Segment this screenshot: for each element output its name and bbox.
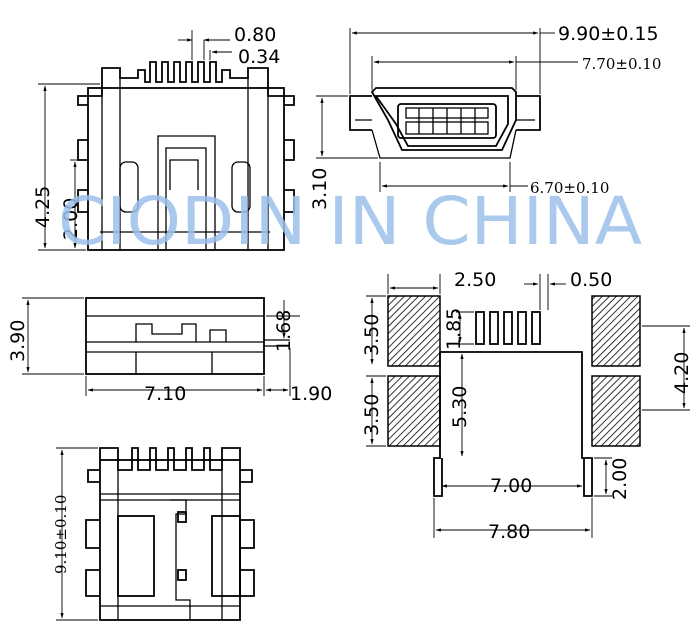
dim-outer-width: 9.90±0.15 [558, 23, 659, 45]
dim-socket-width: 7.70±0.10 [582, 55, 661, 73]
dim-end-height: 3.10 [309, 168, 331, 210]
dim-side-length: 7.10 [144, 383, 186, 405]
dim-pitch-a: 0.80 [234, 24, 276, 46]
dim-pad-height-bottom: 3.50 [361, 394, 383, 436]
dim-bottom-length: 9.10±0.10 [52, 495, 70, 574]
end-view: 9.90±0.15 7.70±0.10 6.70±0.10 3.10 [309, 23, 661, 210]
dim-pad-height-top: 3.50 [361, 314, 383, 356]
bottom-view: 9.10±0.10 [52, 447, 255, 621]
dim-opening-width: 6.70±0.10 [530, 179, 609, 197]
dim-tab-height: 2.00 [609, 458, 631, 500]
pcb-layout: 2.50 0.50 3.50 3.50 1.85 5.30 4.20 7.00 … [361, 269, 693, 543]
dim-height-total: 4.25 [32, 186, 54, 228]
dim-lead-length: 1.90 [290, 383, 332, 405]
dim-inner-width: 7.00 [490, 475, 532, 497]
dim-pad-span: 5.30 [449, 386, 471, 428]
front-view: 0.80 0.34 4.25 2.00 [32, 24, 295, 251]
side-view: 3.90 7.10 1.90 1.68 [7, 297, 332, 405]
dim-outer-width-pcb: 7.80 [488, 521, 530, 543]
dim-pad-gap: 4.20 [671, 352, 693, 394]
dim-side-height: 3.90 [7, 320, 29, 362]
dim-lead-height: 1.68 [273, 310, 295, 352]
dim-pin-length: 1.85 [443, 308, 465, 350]
dim-pitch-b: 0.34 [238, 46, 280, 68]
dim-pin-pitch: 0.50 [570, 269, 612, 291]
dim-pad-width: 2.50 [454, 269, 496, 291]
watermark-text: CIODIN IN CHINA [58, 183, 642, 260]
dim-height-lower: 2.00 [60, 198, 82, 240]
